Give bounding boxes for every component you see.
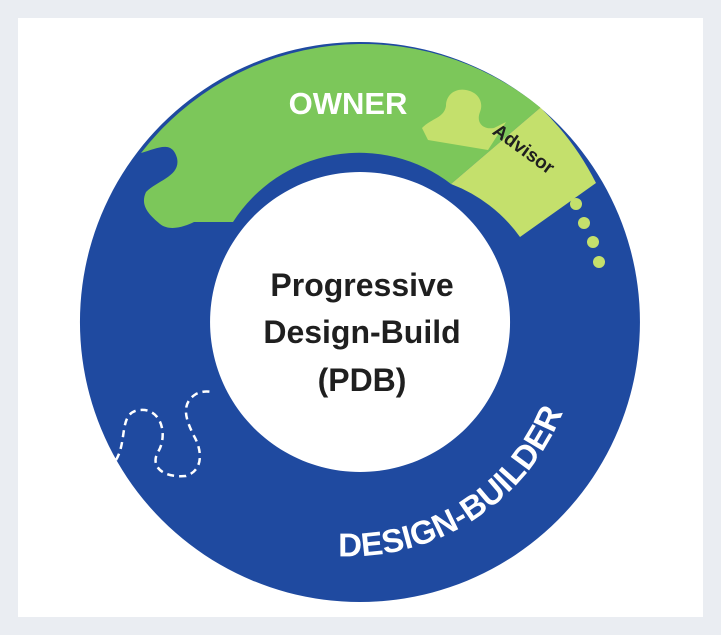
center-title-line-1: Progressive	[270, 267, 453, 303]
advisor-segment	[451, 107, 596, 237]
owner-label: OWNER	[289, 86, 408, 121]
center-title-line-2: Design-Build	[263, 314, 460, 350]
center-title-line-3: (PDB)	[318, 362, 407, 398]
owner-segment	[141, 44, 541, 228]
dashed-path-line	[114, 390, 215, 478]
advisor-dots	[570, 198, 605, 268]
center-title: Progressive Design-Build (PDB)	[263, 267, 460, 398]
advisor-puzzle-tab	[422, 89, 506, 150]
